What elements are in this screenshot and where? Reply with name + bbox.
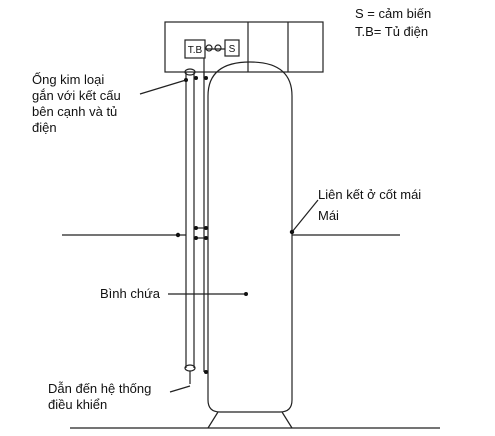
connector-2	[214, 44, 222, 52]
tb-box-label: T.B	[188, 45, 203, 56]
clamp-dot-2	[204, 226, 208, 230]
vessel-leader-dot	[244, 292, 248, 296]
pipe-label: Ống kim loại gắn với kết cấu bên cạnh và…	[32, 72, 121, 135]
roof-left-dot	[175, 232, 181, 238]
control-panel-frame	[164, 21, 324, 73]
connection-label: Liên kết ở cốt mái	[318, 187, 422, 202]
legend-panel: T.B= Tủ điện	[355, 24, 429, 39]
clamp-dot-3	[194, 236, 198, 240]
s-box	[224, 39, 240, 57]
legend-sensor: S = cảm biến	[355, 6, 432, 21]
roof-connection-dot	[289, 229, 295, 235]
roof-label: Mái	[318, 208, 339, 223]
connection-leader	[291, 199, 319, 233]
clamp-dot-1	[194, 226, 198, 230]
pipe-leader	[139, 79, 187, 95]
vessel-label: Bình chứa	[100, 286, 161, 301]
pipe-leader-dot	[184, 78, 188, 82]
vessel-leg-right	[281, 411, 293, 429]
control-label: Dẫn đến hệ thống điều khiển	[48, 381, 152, 412]
s-box-label: S	[229, 44, 236, 55]
pipe-top	[184, 68, 196, 76]
vessel-outline	[207, 61, 293, 413]
clamp-dot-4	[204, 236, 208, 240]
top-dot-1	[194, 76, 198, 80]
top-dot-2	[204, 76, 208, 80]
vessel-leg-left	[207, 411, 219, 429]
connector-1	[205, 44, 213, 52]
control-leader	[169, 385, 191, 393]
bottom-dot	[204, 370, 208, 374]
